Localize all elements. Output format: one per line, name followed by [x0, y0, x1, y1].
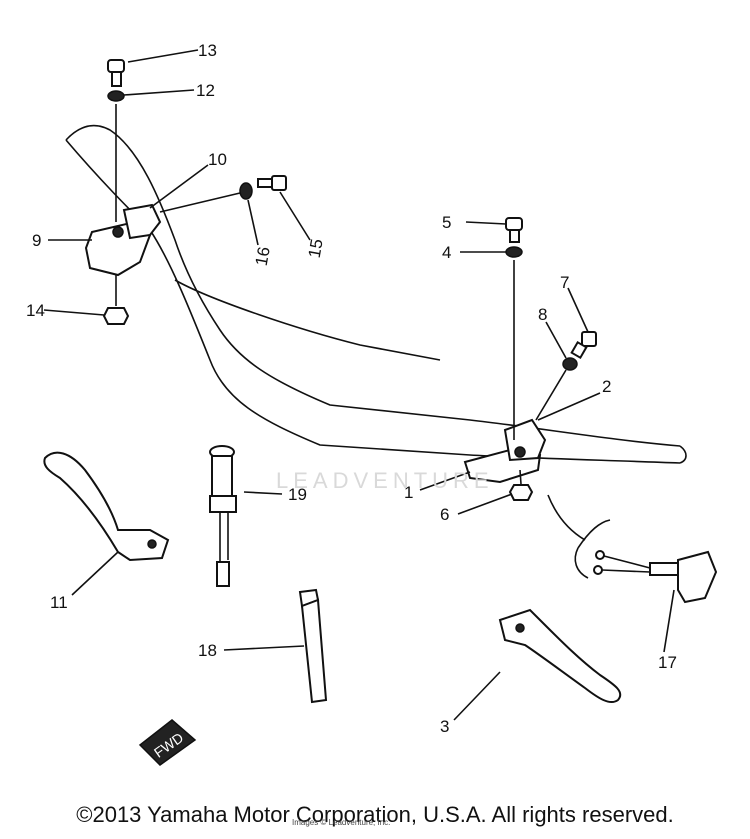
washer-16: [239, 182, 253, 200]
label-1: 1: [404, 483, 413, 502]
label-13: 13: [198, 41, 217, 60]
label-2: 2: [602, 377, 611, 396]
label-14: 14: [26, 301, 45, 320]
right-handlebar-holder: [463, 418, 547, 484]
lever-11: [43, 451, 170, 562]
label-18: 18: [198, 641, 217, 660]
bolt-15: [257, 175, 287, 191]
label-17: 17: [658, 653, 677, 672]
label-15: 15: [305, 238, 327, 260]
label-4: 4: [442, 243, 451, 262]
bolt-13: [107, 59, 125, 87]
label-10: 10: [208, 150, 227, 169]
cable-17-arc: [547, 494, 586, 541]
watermark: LEADVENTURE: [276, 468, 494, 493]
handlebar: [65, 124, 687, 464]
image-credit: Images © Leadventure, Inc.: [292, 818, 391, 827]
label-19: 19: [288, 485, 307, 504]
fwd-arrow: FWD: [138, 719, 197, 766]
washer-8: [562, 357, 578, 371]
label-9: 9: [32, 231, 41, 250]
label-6: 6: [440, 505, 449, 524]
left-handlebar-holder: [84, 203, 162, 277]
bolt-5: [505, 217, 523, 243]
washer-12: [107, 90, 125, 102]
label-16: 16: [252, 245, 274, 267]
label-5: 5: [442, 213, 451, 232]
cable-band-18: [298, 588, 328, 704]
leader-lines: [43, 49, 675, 721]
nut-6: [508, 484, 534, 501]
copyright-notice: ©2013 Yamaha Motor Corporation, U.S.A. A…: [76, 802, 674, 827]
switch-19: [209, 445, 237, 587]
switch-17: [574, 519, 718, 604]
part-labels: 1 2 3 4 5 6 7 8 9 10 11 12 13 14 15 16 1…: [26, 41, 677, 736]
label-3: 3: [440, 717, 449, 736]
label-12: 12: [196, 81, 215, 100]
label-8: 8: [538, 305, 547, 324]
bolt-7: [570, 331, 597, 360]
nut-14: [102, 307, 130, 325]
washer-4: [505, 246, 523, 258]
label-11: 11: [50, 593, 68, 612]
label-7: 7: [560, 273, 569, 292]
lever-3: [498, 608, 622, 704]
